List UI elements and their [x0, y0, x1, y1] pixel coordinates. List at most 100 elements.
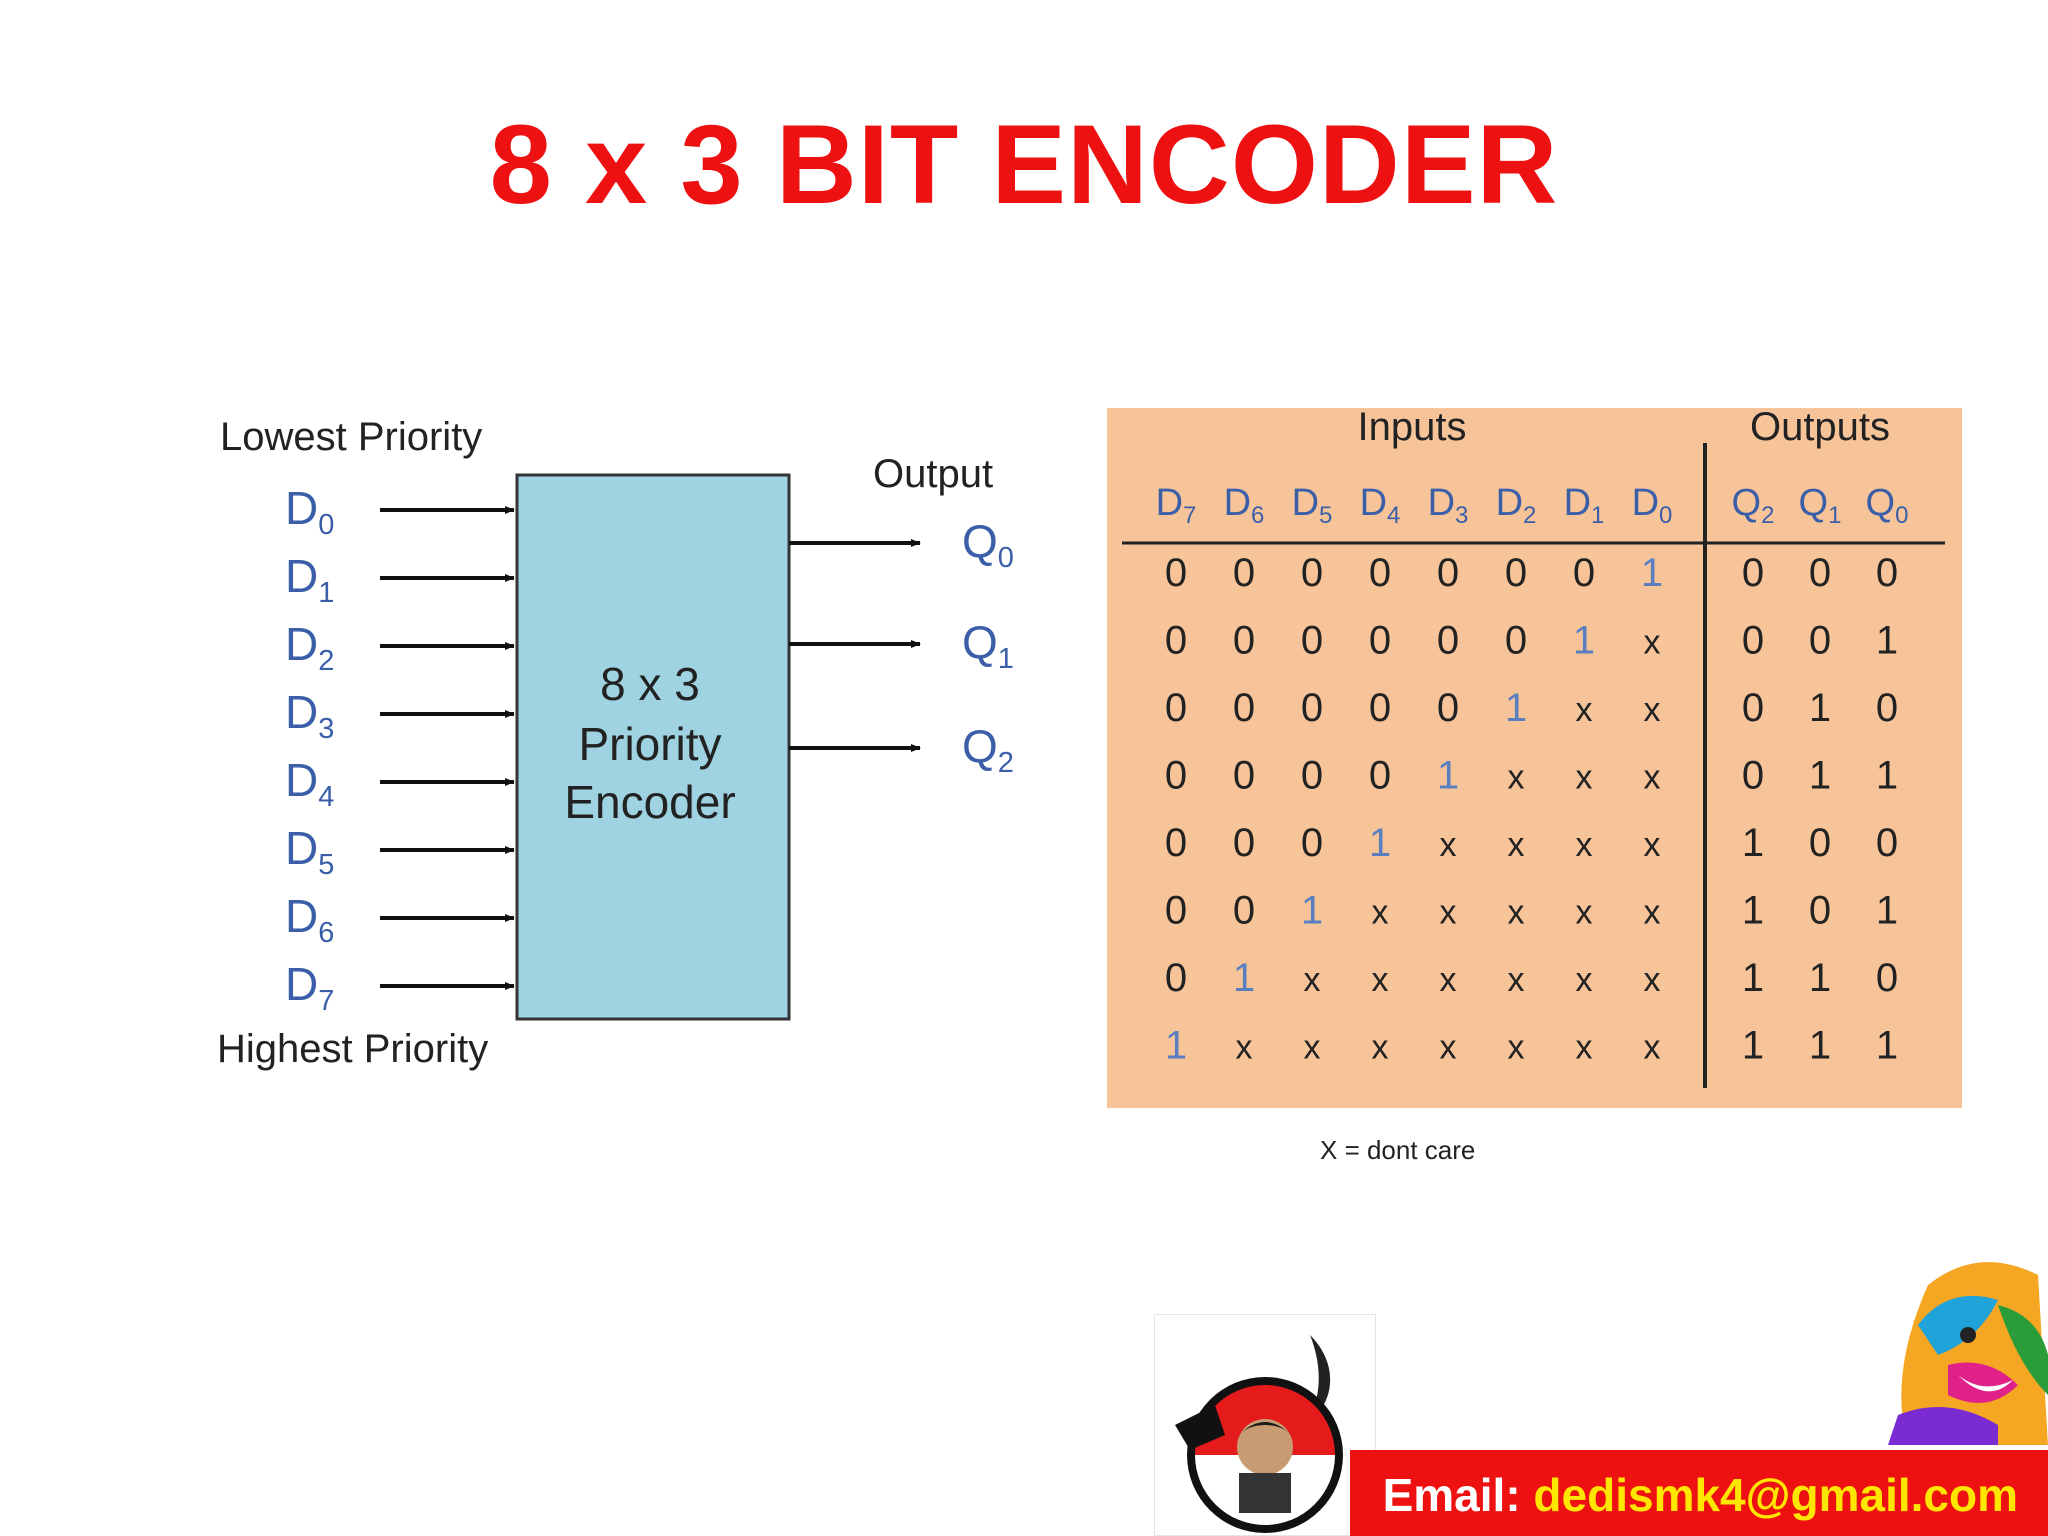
- block-label-line1: 8 x 3: [600, 658, 700, 710]
- outputs-header: Outputs: [1750, 408, 1890, 449]
- table-cell: 0: [1301, 754, 1323, 798]
- table-cell: 0: [1165, 889, 1187, 933]
- col-header-d2: D2: [1496, 482, 1537, 529]
- highest-priority-label: Highest Priority: [217, 1027, 488, 1071]
- output-label-q0: Q0: [962, 515, 1014, 574]
- table-cell: x: [1372, 1029, 1389, 1067]
- table-cell: 0: [1742, 619, 1764, 663]
- table-cell: x: [1372, 894, 1389, 932]
- table-cell: 0: [1505, 551, 1527, 595]
- input-label-d0: D0: [285, 482, 334, 541]
- table-cell: x: [1576, 961, 1593, 999]
- table-cell: 1: [1165, 1024, 1187, 1068]
- table-cell: x: [1576, 1029, 1593, 1067]
- table-cell: 0: [1369, 754, 1391, 798]
- table-cell: 1: [1742, 956, 1764, 1000]
- truth-table-header: D7D6D5D4D3D2D1D0Q2Q1Q0: [1156, 482, 1909, 529]
- output-label: Output: [873, 452, 993, 496]
- table-cell: 0: [1165, 551, 1187, 595]
- table-cell: 0: [1809, 889, 1831, 933]
- table-cell: 0: [1301, 551, 1323, 595]
- email-address[interactable]: dedismk4@gmail.com: [1533, 1469, 2018, 1521]
- table-cell: 0: [1437, 619, 1459, 663]
- table-cell: 1: [1876, 1024, 1898, 1068]
- table-cell: 0: [1301, 619, 1323, 663]
- table-cell: x: [1508, 759, 1525, 797]
- table-cell: x: [1440, 894, 1457, 932]
- encoder-block-diagram: Lowest Priority Highest Priority Output …: [0, 0, 1080, 1100]
- col-header-q0: Q0: [1866, 482, 1909, 529]
- table-cell: 0: [1742, 754, 1764, 798]
- table-cell: 1: [1809, 754, 1831, 798]
- table-cell: 0: [1165, 821, 1187, 865]
- portrait-artwork: [1888, 1245, 2048, 1445]
- output-label-q2: Q2: [962, 720, 1014, 779]
- table-cell: 0: [1437, 686, 1459, 730]
- table-cell: 0: [1233, 551, 1255, 595]
- table-cell: 1: [1301, 889, 1323, 933]
- table-cell: x: [1508, 961, 1525, 999]
- table-cell: 1: [1573, 619, 1595, 663]
- table-cell: 0: [1876, 551, 1898, 595]
- input-label-d4: D4: [285, 754, 334, 813]
- table-cell: 0: [1809, 619, 1831, 663]
- table-cell: x: [1508, 826, 1525, 864]
- table-cell: 1: [1742, 821, 1764, 865]
- table-cell: x: [1304, 961, 1321, 999]
- email-label: Email:: [1383, 1469, 1521, 1521]
- output-label-q1: Q1: [962, 616, 1014, 675]
- table-cell: 1: [1369, 821, 1391, 865]
- portrait-face-icon: [1888, 1245, 2048, 1445]
- table-cell: 1: [1437, 754, 1459, 798]
- table-row: 0000001x001: [1165, 619, 1898, 663]
- table-cell: 1: [1742, 1024, 1764, 1068]
- table-cell: 0: [1437, 551, 1459, 595]
- table-cell: 0: [1876, 956, 1898, 1000]
- table-cell: 0: [1233, 686, 1255, 730]
- table-cell: 0: [1165, 754, 1187, 798]
- dont-care-footnote: X = dont care: [1320, 1135, 1475, 1166]
- table-cell: 1: [1505, 686, 1527, 730]
- table-cell: 0: [1809, 551, 1831, 595]
- table-cell: 1: [1742, 889, 1764, 933]
- col-header-d7: D7: [1156, 482, 1197, 529]
- input-label-d7: D7: [285, 958, 334, 1017]
- table-cell: 0: [1301, 821, 1323, 865]
- inputs-header: Inputs: [1358, 408, 1467, 449]
- col-header-d1: D1: [1564, 482, 1605, 529]
- input-label-d5: D5: [285, 822, 334, 881]
- col-header-d3: D3: [1428, 482, 1469, 529]
- table-cell: 0: [1369, 619, 1391, 663]
- col-header-q2: Q2: [1732, 482, 1775, 529]
- table-cell: x: [1372, 961, 1389, 999]
- table-cell: 1: [1809, 1024, 1831, 1068]
- lowest-priority-label: Lowest Priority: [220, 415, 482, 459]
- table-cell: 0: [1573, 551, 1595, 595]
- block-label-line3: Encoder: [564, 776, 735, 828]
- profile-logo: [1154, 1314, 1376, 1536]
- table-row: 000001xx010: [1165, 686, 1898, 730]
- col-header-d4: D4: [1360, 482, 1401, 529]
- table-cell: 0: [1165, 619, 1187, 663]
- table-cell: x: [1644, 961, 1661, 999]
- table-cell: 0: [1233, 754, 1255, 798]
- table-cell: 0: [1876, 686, 1898, 730]
- table-cell: x: [1644, 826, 1661, 864]
- table-cell: 0: [1369, 551, 1391, 595]
- input-label-d2: D2: [285, 618, 334, 677]
- table-cell: 1: [1876, 754, 1898, 798]
- table-cell: 1: [1809, 956, 1831, 1000]
- table-cell: 0: [1165, 686, 1187, 730]
- email-banner: Email: dedismk4@gmail.com: [1350, 1450, 2048, 1536]
- col-header-q1: Q1: [1799, 482, 1842, 529]
- table-cell: 0: [1876, 821, 1898, 865]
- table-cell: 0: [1809, 821, 1831, 865]
- table-cell: 0: [1233, 619, 1255, 663]
- input-label-d1: D1: [285, 550, 334, 609]
- col-header-d0: D0: [1632, 482, 1673, 529]
